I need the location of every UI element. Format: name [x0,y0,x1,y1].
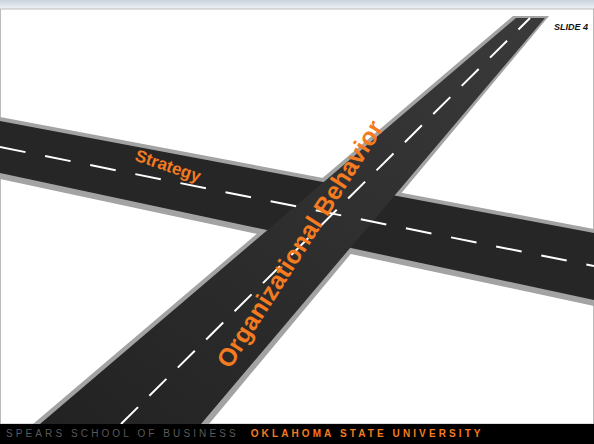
lane-marking [121,18,530,424]
footer-text: OKLAHOMA STATE UNIVERSITY [251,429,484,439]
footer-text: SPEARS SCHOOL OF BUSINESS [6,429,239,439]
road-diagonal [40,18,545,424]
slide-number: SLIDE 4 [554,23,588,32]
header-band [0,0,594,9]
slide-border [1,9,594,424]
footer-bar: SPEARS SCHOOL OF BUSINESS OKLAHOMA STATE … [0,424,594,444]
